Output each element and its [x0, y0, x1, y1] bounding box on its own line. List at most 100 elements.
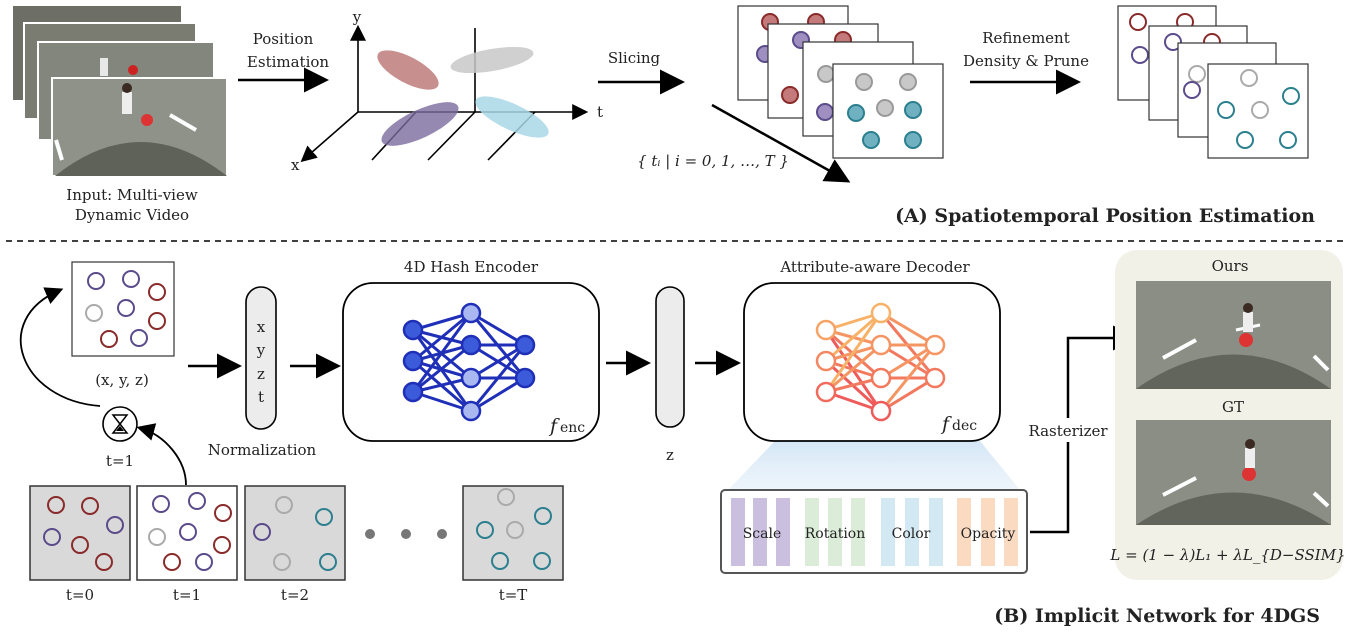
network-edge [470, 376, 526, 413]
timer-label: t=1 [106, 452, 134, 470]
network-node [402, 350, 424, 372]
refinement-label-2: Density & Prune [963, 52, 1089, 70]
input-video-stack [11, 4, 228, 177]
attr-rotation: Rotation [805, 526, 866, 542]
frame-label-t2: t=2 [281, 586, 309, 604]
slice-set-label: { tᵢ | i = 0, 1, …, T } [637, 152, 789, 170]
axis-y-label: y [352, 8, 362, 26]
position-estimation-label-1: Position [253, 30, 314, 48]
hash-encoder-title: 4D Hash Encoder [404, 258, 539, 276]
network-node [815, 381, 837, 403]
axis-x-label: x [291, 156, 300, 174]
normalization-label: Normalization [208, 441, 317, 459]
frame-label-t1: t=1 [173, 586, 201, 604]
network-node [514, 367, 536, 389]
norm-var-z: z [257, 365, 265, 383]
network-node [460, 367, 482, 389]
point-cloud-box [71, 261, 175, 357]
attribute-panel [720, 489, 1028, 574]
spacetime-axes [300, 24, 589, 163]
loss-formula: L = (1 − λ)L₁ + λL_{D−SSIM} [1109, 546, 1345, 564]
norm-var-x: x [257, 318, 266, 336]
network-node [460, 334, 482, 356]
network-edge [412, 343, 472, 394]
network-edge [469, 344, 527, 412]
network-node [870, 302, 892, 324]
ours-render [1136, 281, 1331, 389]
network-node [514, 334, 536, 356]
network-edge [470, 343, 526, 380]
point-coords-label: (x, y, z) [95, 371, 149, 389]
decoder-box [743, 282, 1001, 442]
network-node [815, 350, 837, 372]
ellipsis-dot [401, 529, 411, 539]
decoder-title: Attribute-aware Decoder [779, 258, 970, 276]
decoder-beam [728, 441, 1020, 490]
time-slice-arrow [711, 103, 851, 183]
norm-var-y: y [256, 341, 266, 359]
ellipsis-dot [437, 529, 447, 539]
frame-label-t0: t=0 [66, 586, 94, 604]
attr-scale: Scale [743, 526, 782, 542]
network-node [460, 302, 482, 324]
network-edge [825, 343, 882, 394]
frame-t0 [29, 485, 131, 581]
ellipsis-dot [365, 529, 375, 539]
frame-t2 [244, 485, 346, 581]
frame-tT [462, 485, 564, 581]
gaussian-gray [450, 46, 534, 74]
attribute-bars [731, 498, 1018, 566]
network-edge [879, 344, 937, 412]
gt-render [1136, 420, 1331, 525]
f-dec-symbol: f [940, 413, 952, 435]
frame-t1 [136, 485, 238, 581]
loop-curve-lower [136, 423, 187, 486]
network-edge [824, 312, 883, 393]
network-edge [412, 311, 472, 363]
network-node [870, 367, 892, 389]
network-edge [411, 312, 473, 393]
position-estimation-label-2: Estimation [247, 53, 329, 71]
input-label-line2: Dynamic Video [75, 206, 189, 224]
input-label-line1: Input: Multi-view [66, 186, 198, 204]
network-edge [470, 311, 526, 347]
gaussian-red [377, 50, 439, 90]
gt-label: GT [1222, 398, 1244, 416]
network-node [460, 400, 482, 422]
network-edge [825, 311, 882, 363]
norm-var-t: t [258, 388, 264, 406]
network-node [402, 319, 424, 341]
attr-opacity: Opacity [961, 526, 1016, 542]
gaussian-blue [475, 96, 549, 138]
network-node [924, 367, 946, 389]
axis-t-label: t [597, 103, 603, 121]
refinement-label-1: Refinement [982, 29, 1070, 47]
f-enc-subscript: enc [560, 420, 585, 436]
normalization-vector [245, 286, 277, 430]
decoder-network [815, 302, 946, 422]
section-a-title: (A) Spatiotemporal Position Estimation [895, 205, 1315, 227]
refined-slice-stack [1117, 5, 1309, 159]
gaussian-purple [381, 102, 459, 146]
network-node [870, 400, 892, 422]
attr-color: Color [892, 526, 931, 542]
encoder-network [402, 302, 536, 422]
network-node [815, 319, 837, 341]
latent-label: z [666, 446, 674, 464]
latent-vector [655, 286, 685, 428]
f-enc-symbol: f [548, 415, 560, 437]
f-dec-subscript: dec [952, 418, 977, 434]
network-edge [880, 311, 936, 347]
ours-label: Ours [1212, 257, 1249, 275]
frame-label-tT: t=T [499, 586, 528, 604]
network-edge [880, 343, 936, 380]
network-node [402, 381, 424, 403]
rasterizer-label: Rasterizer [1028, 422, 1108, 440]
slice-stack [737, 5, 944, 159]
loop-curve-upper [19, 287, 101, 407]
section-b-title: (B) Implicit Network for 4DGS [994, 605, 1320, 627]
network-node [924, 334, 946, 356]
slicing-label: Slicing [608, 49, 661, 67]
network-node [870, 334, 892, 356]
